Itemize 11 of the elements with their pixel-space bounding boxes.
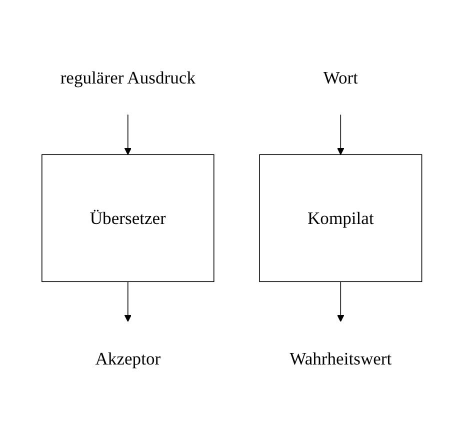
node-text: Akzeptor: [95, 349, 161, 370]
arrow: [337, 282, 344, 322]
flowchart-drawing: regulärer Ausdruck Übersetzer Akzeptor Wort Kompilat Wahrheitswert: [6, 34, 446, 403]
arrow: [337, 114, 344, 156]
node-box: [259, 154, 422, 282]
node-text: regulärer Ausdruck: [60, 68, 196, 88]
node-text: Wahrheitswert: [290, 349, 392, 370]
node-text: Wort: [323, 68, 358, 88]
arrow: [124, 282, 132, 322]
node-box: [42, 154, 214, 282]
arrow: [124, 114, 132, 156]
